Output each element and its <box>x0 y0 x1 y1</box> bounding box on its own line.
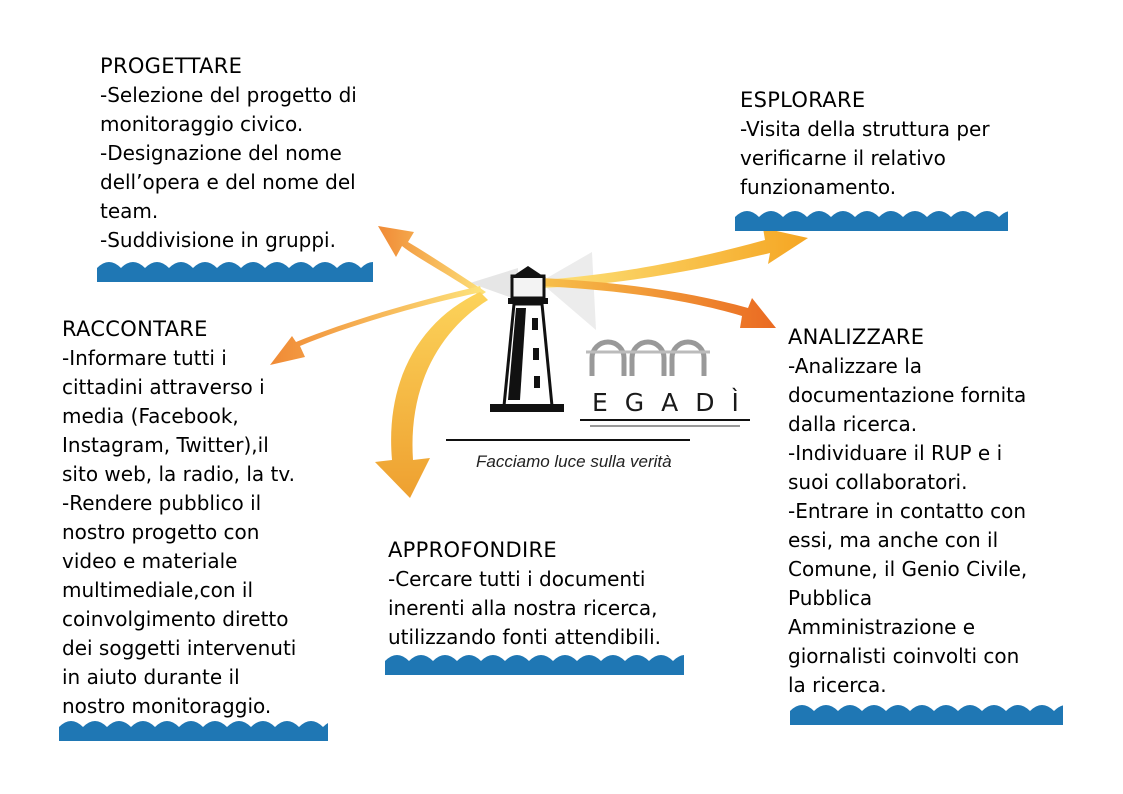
arrow-progettare <box>378 226 486 296</box>
block-line: -Designazione del nome <box>100 141 342 165</box>
block-title: RACCONTARE <box>62 317 208 341</box>
block-line: verificarne il relativo <box>740 146 946 170</box>
block-line: Amministrazione e <box>788 615 976 639</box>
arrow-approfondire <box>375 292 488 498</box>
block-raccontare: RACCONTARE -Informare tutti i cittadini … <box>62 315 296 721</box>
wave-divider <box>59 717 328 741</box>
block-line: nostro monitoraggio. <box>62 694 272 718</box>
arrow-analizzare <box>540 278 776 328</box>
block-line: inerenti alla nostra ricerca, <box>388 596 658 620</box>
block-title: PROGETTARE <box>100 54 243 78</box>
block-approfondire: APPROFONDIRE -Cercare tutti i documenti … <box>388 536 661 652</box>
arches-icon <box>586 339 710 376</box>
block-line: giornalisti coinvolti con <box>788 644 1020 668</box>
block-line: -Selezione del progetto di <box>100 83 357 107</box>
logo-slogan: Facciamo luce sulla verità <box>476 452 672 471</box>
block-line: media (Facebook, <box>62 404 239 428</box>
block-title: APPROFONDIRE <box>388 538 557 562</box>
block-esplorare: ESPLORARE -Visita della struttura per ve… <box>740 86 990 202</box>
block-line: sito web, la radio, la tv. <box>62 462 295 486</box>
block-line: dalla ricerca. <box>788 412 918 436</box>
block-line: cittadini attraverso i <box>62 375 265 399</box>
block-line: documentazione fornita <box>788 383 1027 407</box>
beam-left <box>470 268 518 300</box>
wave-shape <box>385 655 684 675</box>
lighthouse-icon <box>490 266 564 412</box>
block-line: coinvolgimento diretto <box>62 607 289 631</box>
block-analizzare: ANALIZZARE -Analizzare la documentazione… <box>788 323 1027 700</box>
block-line: funzionamento. <box>740 175 897 199</box>
block-title: ANALIZZARE <box>788 325 925 349</box>
logo-letters: EGADÌ <box>592 388 756 417</box>
block-line: -Cercare tutti i documenti <box>388 567 646 591</box>
block-line: in aiuto durante il <box>62 665 240 689</box>
block-line: -Entrare in contatto con <box>788 499 1027 523</box>
block-line: -Individuare il RUP e i <box>788 441 1003 465</box>
block-line: -Suddivisione in gruppi. <box>100 228 336 252</box>
block-line: essi, ma anche con il <box>788 528 999 552</box>
wave-shape <box>97 262 373 282</box>
arrow-raccontare <box>270 286 482 365</box>
block-line: utilizzando fonti attendibili. <box>388 625 662 649</box>
block-line: nostro progetto con <box>62 520 260 544</box>
block-line: team. <box>100 199 159 223</box>
block-line: Instagram, Twitter),il <box>62 433 269 457</box>
block-progettare: PROGETTARE -Selezione del progetto di mo… <box>100 52 357 255</box>
beam-right <box>540 252 596 330</box>
block-line: Comune, il Genio Civile, <box>788 557 1028 581</box>
block-line: dell’opera e del nome del <box>100 170 356 194</box>
block-title: ESPLORARE <box>740 88 866 112</box>
wave-divider <box>97 258 373 282</box>
block-line: -Visita della struttura per <box>740 117 990 141</box>
wave-shape <box>735 211 1008 231</box>
egadi-logo <box>446 266 750 441</box>
block-line: Pubblica <box>788 586 873 610</box>
block-line: -Informare tutti i <box>62 346 227 370</box>
block-line: suoi collaboratori. <box>788 470 968 494</box>
block-line: -Analizzare la <box>788 354 923 378</box>
block-line: dei soggetti intervenuti <box>62 636 297 660</box>
wave-shape <box>59 721 328 741</box>
block-line: monitoraggio civico. <box>100 112 304 136</box>
block-line: la ricerca. <box>788 673 887 697</box>
block-line: -Rendere pubblico il <box>62 491 262 515</box>
wave-divider <box>735 207 1008 231</box>
wave-divider <box>385 651 684 675</box>
wave-shape <box>790 705 1063 725</box>
block-line: multimediale,con il <box>62 578 254 602</box>
block-line: video e materiale <box>62 549 238 573</box>
wave-divider <box>790 701 1063 725</box>
